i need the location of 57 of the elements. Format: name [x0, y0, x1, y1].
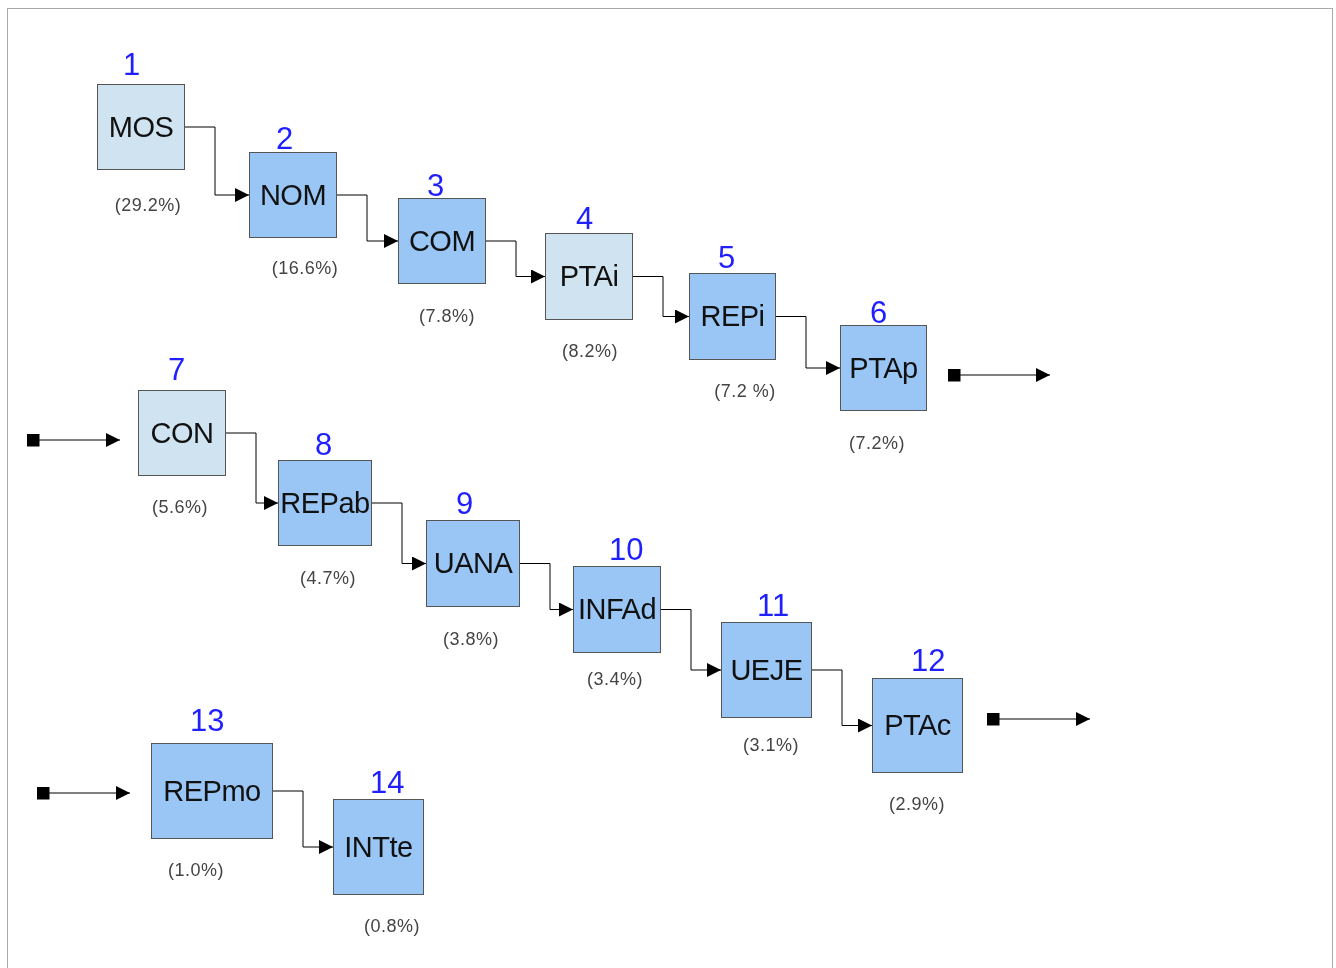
percentage-label: (7.2 %): [714, 382, 776, 400]
percentage-label: (5.6%): [152, 498, 208, 516]
step-number: 13: [190, 705, 225, 736]
process-box: MOS: [97, 84, 185, 170]
process-box: INTte: [333, 799, 424, 895]
arrow: [811, 669, 873, 733]
arrow: [632, 276, 690, 324]
process-box: CON: [138, 390, 226, 476]
process-box: PTAc: [872, 678, 963, 773]
arrow: [26, 433, 121, 447]
step-number: 8: [315, 429, 333, 460]
percentage-label: (4.7%): [300, 569, 356, 587]
arrow: [660, 609, 722, 677]
arrow: [272, 790, 334, 854]
arrow: [986, 712, 1091, 726]
percentage-label: (1.0%): [168, 861, 224, 879]
process-box: PTAi: [545, 233, 633, 320]
process-box: REPi: [689, 273, 776, 360]
step-number: 2: [276, 123, 294, 154]
arrow: [225, 432, 279, 510]
process-box: REPab: [278, 460, 372, 546]
arrow: [184, 126, 250, 202]
process-box: UANA: [426, 520, 520, 607]
percentage-label: (7.2%): [849, 434, 905, 452]
step-number: 1: [123, 49, 141, 80]
process-box: UEJE: [721, 622, 812, 718]
process-box: INFAd: [573, 566, 661, 653]
step-number: 12: [911, 645, 946, 676]
process-box: PTAp: [840, 325, 927, 411]
percentage-label: (7.8%): [419, 307, 475, 325]
arrow: [36, 786, 131, 800]
percentage-label: (3.1%): [743, 736, 799, 754]
percentage-label: (3.4%): [587, 670, 643, 688]
step-number: 14: [370, 767, 405, 798]
arrow: [519, 563, 574, 617]
arrow: [336, 194, 399, 248]
percentage-label: (8.2%): [562, 342, 618, 360]
step-number: 6: [870, 297, 888, 328]
process-box: NOM: [249, 152, 337, 238]
arrow: [775, 316, 841, 375]
process-box: COM: [398, 198, 486, 284]
step-number: 11: [757, 590, 790, 621]
process-box: REPmo: [151, 743, 273, 839]
arrow: [947, 368, 1051, 382]
percentage-label: (2.9%): [889, 795, 945, 813]
step-number: 3: [427, 170, 445, 201]
step-number: 10: [609, 534, 644, 565]
percentage-label: (3.8%): [443, 630, 499, 648]
arrow: [485, 240, 546, 284]
step-number: 7: [168, 354, 186, 385]
step-number: 5: [718, 242, 736, 273]
step-number: 4: [576, 203, 594, 234]
arrow: [371, 502, 427, 571]
step-number: 9: [456, 488, 474, 519]
percentage-label: (16.6%): [271, 259, 339, 277]
percentage-label: (29.2%): [114, 196, 182, 214]
percentage-label: (0.8%): [364, 917, 420, 935]
